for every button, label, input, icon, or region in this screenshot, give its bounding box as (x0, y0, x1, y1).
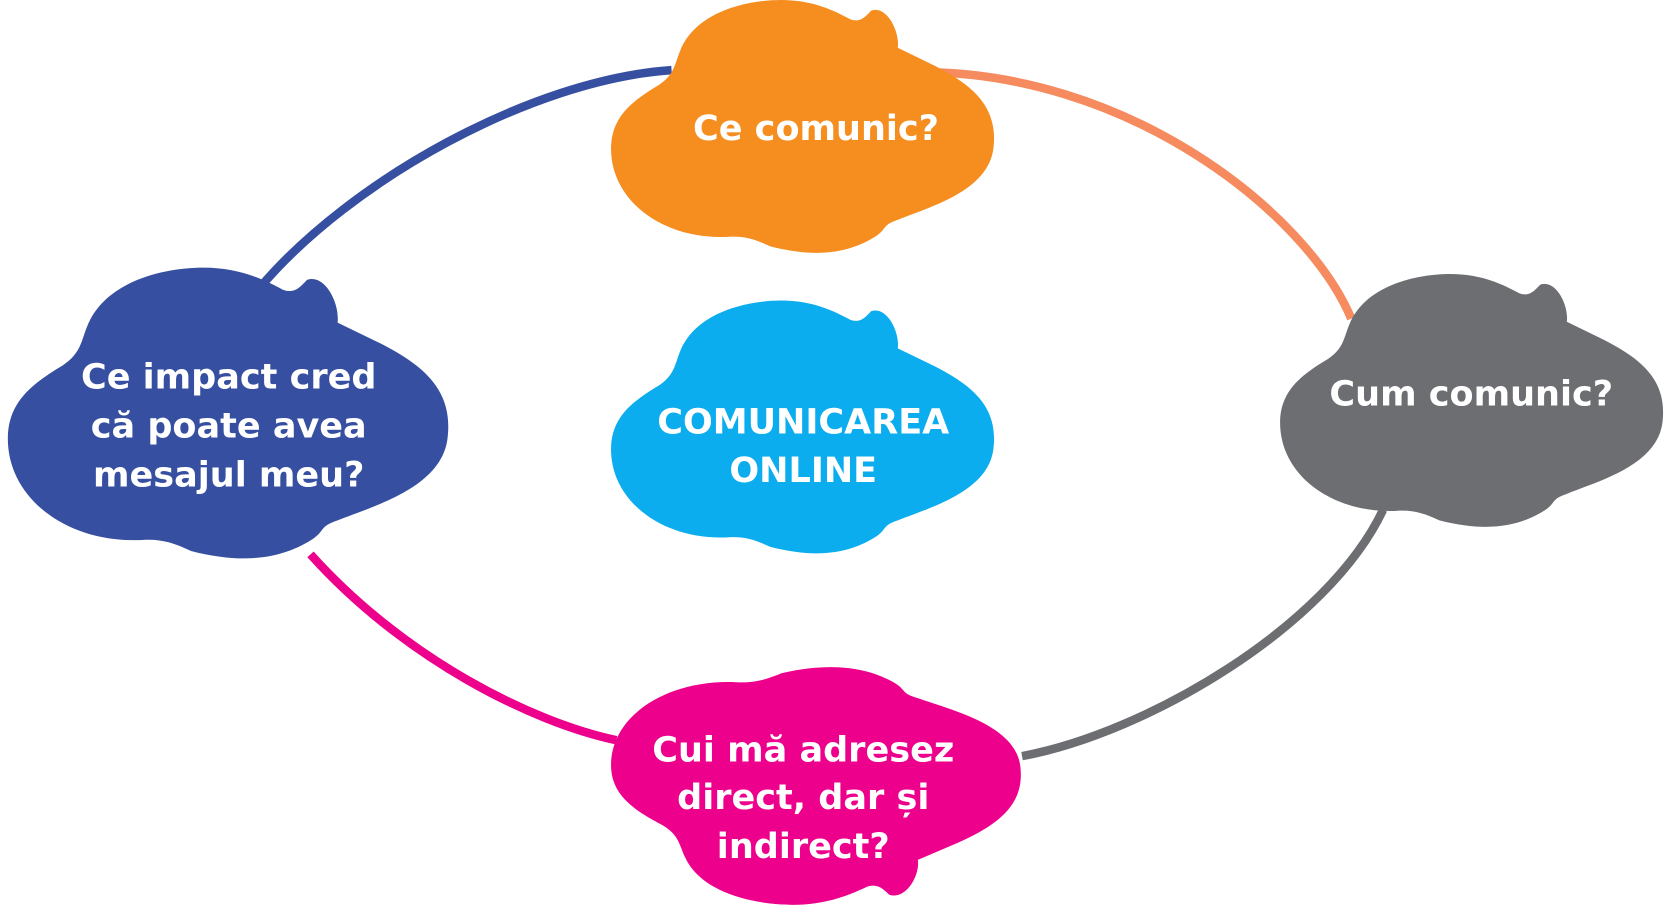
cloud-what: Ce comunic? (611, 0, 995, 253)
cloud-impact-line-2: că poate avea (91, 406, 367, 447)
cloud-whom-line-2: direct, dar și (677, 777, 929, 818)
cloud-impact: Ce impact cred că poate avea mesajul meu… (7, 267, 449, 559)
cloud-how: Cum comunic? (1280, 273, 1664, 527)
connector-what-how (913, 67, 1356, 321)
cloud-center: COMUNICAREA ONLINE (611, 300, 995, 554)
connector-impact-what (257, 65, 672, 290)
cloud-whom-line-1: Cui mă adresez (652, 729, 954, 770)
connector-whom-impact (307, 551, 618, 745)
cloud-what-label: Ce comunic? (693, 108, 939, 149)
cloud-impact-line-1: Ce impact cred (81, 357, 376, 398)
center-label-line-2: ONLINE (729, 450, 877, 491)
cloud-whom-line-3: indirect? (717, 826, 890, 867)
cloud-how-label: Cum comunic? (1329, 374, 1613, 415)
center-label-line-1: COMUNICAREA (657, 401, 949, 442)
cloud-whom: Cui mă adresez direct, dar și indirect? (611, 667, 1021, 905)
cloud-impact-line-3: mesajul meu? (93, 454, 364, 495)
connector-how-whom (1021, 507, 1387, 761)
